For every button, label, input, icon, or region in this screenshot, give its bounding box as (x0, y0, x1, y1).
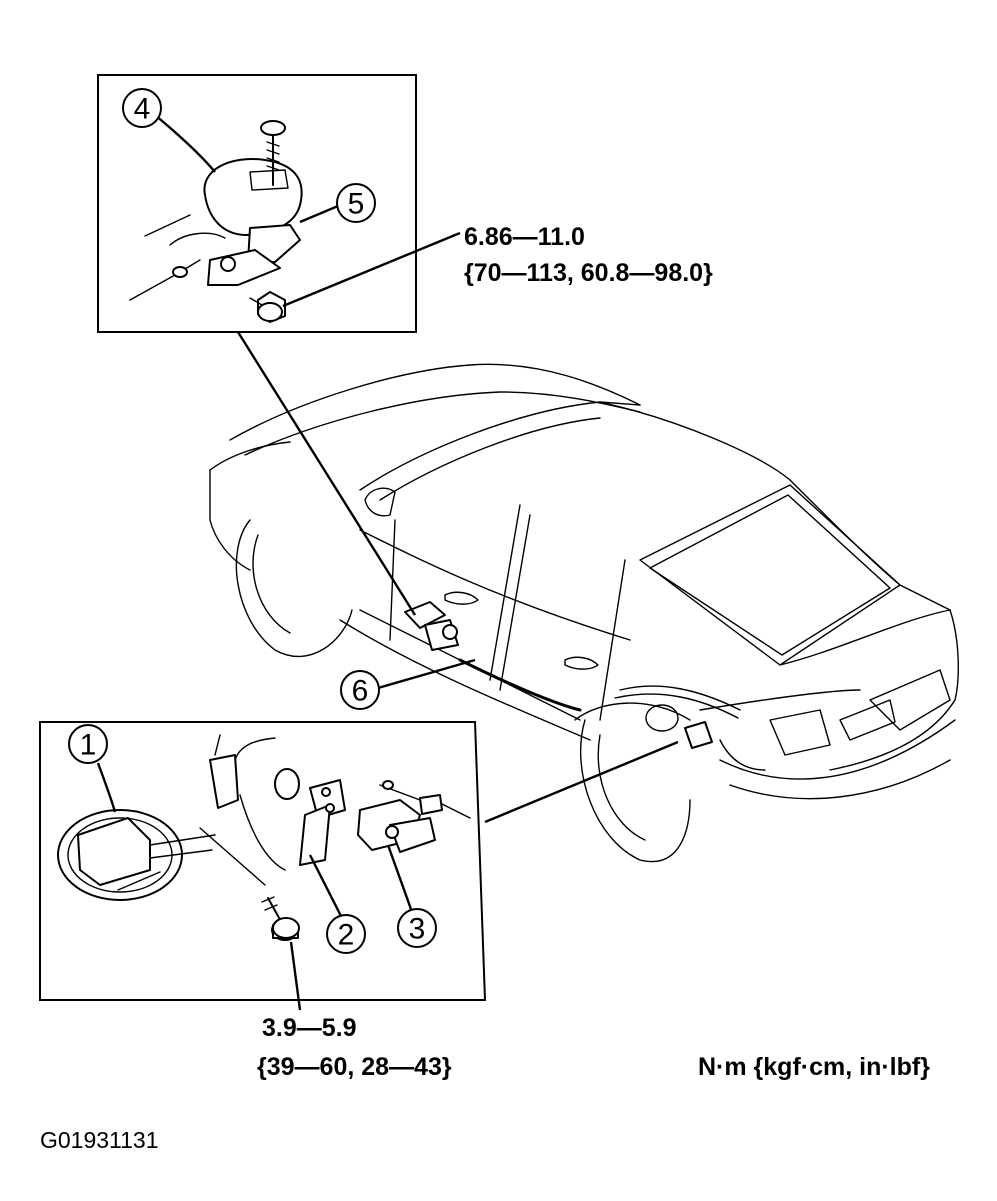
cable-leader (377, 658, 476, 690)
fuel-lid-inset-frame (39, 721, 487, 1001)
fuel-lid-location-leader (484, 740, 679, 824)
svg-text:6: 6 (352, 675, 369, 708)
callout-2: 2 (326, 914, 366, 954)
svg-text:1: 1 (80, 729, 97, 762)
fuel-lid-part (57, 734, 266, 901)
cover-screw-part (260, 120, 286, 186)
lid-screw-part (261, 896, 300, 941)
callout-5: 5 (336, 183, 376, 223)
lower-torque-spec-alt-units: {39—60, 28—43} (257, 1053, 452, 1081)
fuel-lid-inset (39, 721, 487, 1001)
upper-torque-spec-alt-units: {70—113, 60.8—98.0} (464, 259, 713, 287)
lever-cover-part (203, 158, 303, 236)
lever-bolt-part (249, 291, 286, 323)
lower-torque-spec-range: 3.9—5.9 (262, 1014, 357, 1042)
callout-1: 1 (68, 724, 108, 764)
lever-location-leader (236, 331, 417, 616)
hinge-part (274, 768, 346, 866)
callout-3: 3 (397, 908, 437, 948)
figure-code: G01931131 (40, 1127, 159, 1153)
callout-6: 6 (340, 670, 380, 710)
release-lever-part (144, 214, 301, 286)
lower-torque-leader (289, 941, 302, 1011)
svg-text:3: 3 (409, 913, 426, 946)
upper-torque-spec-range: 6.86—11.0 (464, 223, 585, 251)
svg-text:2: 2 (338, 919, 355, 952)
svg-text:5: 5 (348, 188, 365, 221)
upper-torque-leader (282, 231, 461, 308)
units-note: N·m {kgf·cm, in·lbf} (698, 1053, 930, 1081)
svg-text:4: 4 (134, 93, 151, 126)
callout-4: 4 (122, 88, 162, 128)
car-body-outline (209, 363, 959, 863)
latch-actuator-part (357, 780, 471, 853)
